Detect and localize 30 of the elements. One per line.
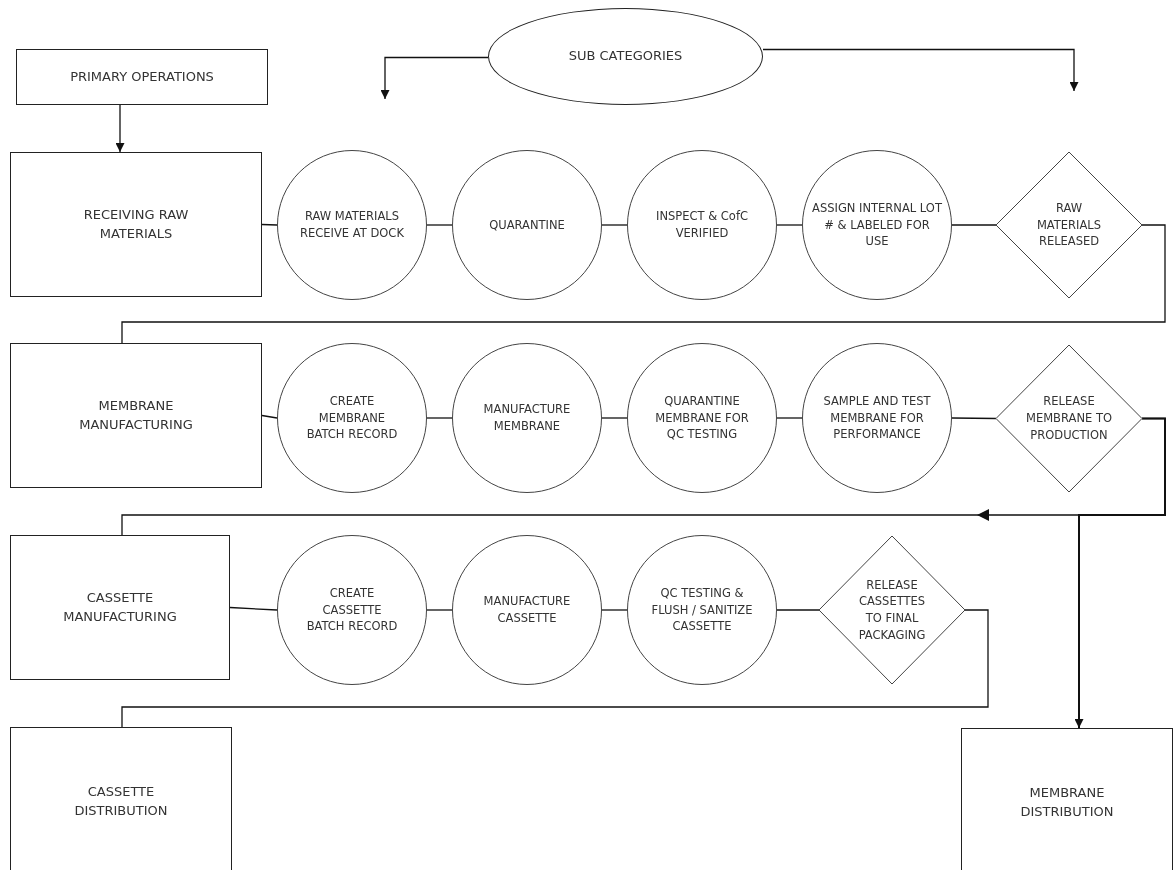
step-text: RELEASE MEMBRANE TO PRODUCTION (1025, 393, 1113, 444)
step-text: MEMBRANE DISTRIBUTION (1019, 784, 1115, 821)
step-text: MANUFACTURE CASSETTE (482, 593, 572, 627)
process-box (10, 535, 230, 680)
step-text: INSPECT & CofC VERIFIED (655, 208, 749, 242)
step-text: RELEASE CASSETTES TO FINAL PACKAGING (857, 576, 927, 644)
step-text: QUARANTINE (488, 216, 566, 234)
step-text: CASSETTE DISTRIBUTION (73, 783, 169, 820)
process-box (10, 343, 262, 488)
step-text: RECEIVING RAW MATERIALS (82, 205, 190, 243)
process-box (16, 49, 268, 105)
step-text: CREATE CASSETTE BATCH RECORD (305, 585, 399, 635)
step-text: RAW MATERIALS RECEIVE AT DOCK (299, 208, 405, 242)
step-text: MEMBRANE MANUFACTURING (78, 396, 194, 434)
step-text: QUARANTINE MEMBRANE FOR QC TESTING (654, 393, 750, 443)
step-text: RAW MATERIALS RELEASED (1035, 200, 1103, 250)
decision-diamond (996, 345, 1142, 492)
decision-diamond (996, 152, 1142, 298)
step-text: QC TESTING & FLUSH / SANITIZE CASSETTE (650, 585, 754, 635)
step-text: CASSETTE MANUFACTURING (62, 588, 178, 626)
step-text: PRIMARY OPERATIONS (69, 67, 215, 86)
step-text: SUB CATEGORIES (567, 47, 684, 66)
process-box (10, 727, 232, 870)
step-text: MANUFACTURE MEMBRANE (482, 401, 572, 435)
step-text: ASSIGN INTERNAL LOT # & LABELED FOR USE (812, 200, 942, 250)
process-box (10, 152, 262, 297)
step-text: CREATE MEMBRANE BATCH RECORD (305, 393, 399, 443)
process-box (961, 728, 1173, 870)
decision-diamond (819, 536, 965, 684)
step-text: SAMPLE AND TEST MEMBRANE FOR PERFORMANCE (822, 393, 932, 443)
